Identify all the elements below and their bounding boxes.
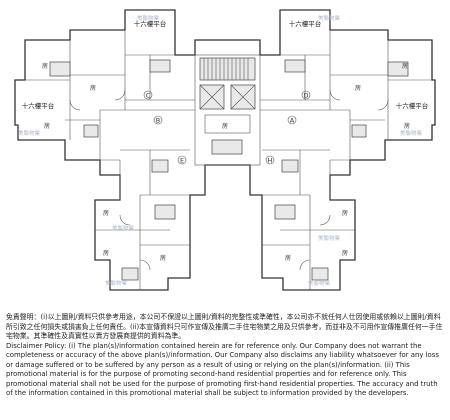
left-upper-wing (25, 30, 195, 160)
floor-plan: C B D A E H 十六樓平台 十六樓平台 十六樓平台 十六樓平台 房 房 … (14, 9, 436, 291)
floor-label: 十六樓平台 (289, 19, 322, 28)
staircase (199, 57, 256, 81)
svg-text:D: D (303, 91, 308, 99)
watermark: 美聯物業 (318, 14, 341, 22)
disclaimer-en: Disclaimer Policy: (i) The plan(s)/infor… (6, 341, 439, 398)
floor-label: 十六樓平台 (134, 19, 167, 28)
floor-label: 十六樓平台 (396, 101, 429, 110)
svg-text:A: A (290, 116, 295, 124)
watermark: 美聯物業 (318, 234, 341, 242)
room-label: 房 (285, 254, 291, 262)
flat-label-b: B (153, 115, 163, 124)
disclaimer: 免責聲明：(i)以上圖則/資料只供參考用途，本公司不保證以上圖則/資料的完整性或… (6, 313, 446, 399)
watermark: 美聯物業 (18, 129, 41, 137)
room-label: 房 (342, 249, 348, 257)
flat-label-c: C (143, 90, 153, 99)
disclaimer-zh: 免責聲明：(i)以上圖則/資料只供參考用途，本公司不保證以上圖則/資料的完整性或… (6, 313, 443, 340)
left-lower-wing (95, 149, 190, 290)
room-label: 房 (355, 84, 361, 92)
right-lower-wing (262, 149, 355, 290)
room-label: 房 (222, 122, 228, 130)
room-label: 房 (342, 209, 348, 217)
flat-label-e: E (177, 155, 187, 164)
flat-label-a: A (287, 115, 297, 124)
watermark: 美聯物業 (400, 129, 423, 137)
room-label: 房 (402, 62, 408, 70)
svg-text:B: B (156, 116, 160, 124)
floor-label: 十六樓平台 (22, 101, 55, 110)
room-label: 房 (103, 209, 109, 217)
svg-text:H: H (268, 156, 273, 164)
room-label: 房 (103, 249, 109, 257)
watermark: 美聯物業 (137, 14, 160, 22)
watermark: 美聯物業 (308, 279, 331, 287)
room-label: 房 (160, 254, 166, 262)
room-label: 房 (404, 122, 410, 130)
flat-label-d: D (301, 90, 311, 99)
room-label: 房 (42, 62, 48, 70)
right-upper-wing (260, 30, 432, 160)
room-label: 房 (90, 84, 96, 92)
central-core (194, 54, 261, 166)
watermark: 美聯物業 (105, 279, 128, 287)
watermark: 美聯物業 (112, 224, 135, 232)
flat-label-h: H (265, 155, 275, 164)
svg-text:E: E (180, 156, 184, 164)
svg-text:C: C (146, 91, 151, 99)
room-label: 房 (44, 122, 50, 130)
